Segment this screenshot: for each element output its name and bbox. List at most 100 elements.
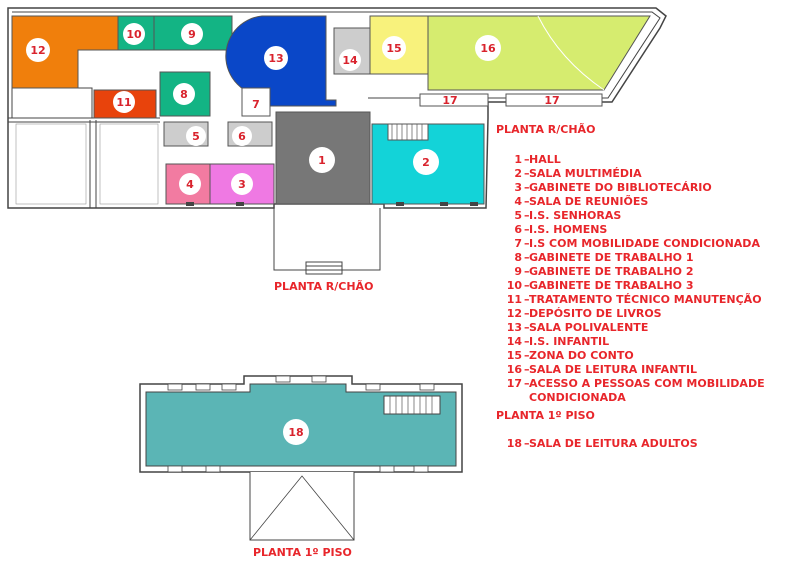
room-number: 6 [238,130,246,143]
label-circle [113,91,135,113]
ground-floor-caption: PLANTA R/CHÃO [274,280,374,293]
first-windows [167,375,435,473]
legend-ground-heading: PLANTA R/CHÃO [496,123,596,136]
legend-item-text: TRATAMENTO TÉCNICO MANUTENÇÃO [529,293,762,306]
legend-item-number: 10 [506,279,522,292]
room-label-14: 14 [339,49,361,71]
legend-item-text: GABINETE DE TRABALHO 1 [529,251,694,264]
legend-item-number: 2 [514,167,522,180]
room-label-6: 6 [232,126,252,146]
legend-item-number: 13 [506,321,522,334]
label-circle [231,173,253,195]
first-stairs-hatch [389,396,433,414]
first-floor-porch [249,472,355,541]
room-label-16: 16 [475,35,501,61]
room-number: 3 [238,178,246,191]
legend-item-number: 3 [514,181,522,194]
stairs-ground [387,123,429,141]
window-mark [419,383,435,391]
room-label-17b: 17 [544,94,559,107]
label-circle [283,419,309,445]
first-floor-porch-roof [249,475,355,541]
room-label-7: 7 [246,94,266,114]
legend-dash: – [524,279,530,292]
room-label-4: 4 [179,173,201,195]
ground-corridor-left [11,87,93,119]
legend-item-number: 8 [514,251,522,264]
window-mark [379,465,395,473]
room-number: 9 [188,28,196,41]
room-number: 13 [268,52,283,65]
room-number-markers: 12 10 9 13 14 15 16 11 8 7 5 6 1 2 4 3 1… [26,23,560,445]
room-number: 7 [252,98,260,111]
ground-stairs-hatch [391,124,423,140]
room-label-15: 15 [382,36,406,60]
room-label-12: 12 [26,38,50,62]
room-number: 10 [126,28,142,41]
legend-dash: – [524,153,530,166]
legend-dash: – [524,437,530,450]
room-label-10: 10 [123,23,145,45]
window-mark [186,202,194,206]
legend-item-text: I.S. HOMENS [529,223,608,236]
legend-dash: – [524,237,530,250]
room-label-5: 5 [186,126,206,146]
label-circle [232,126,252,146]
legend-dash: – [524,363,530,376]
window-mark [365,383,381,391]
label-circle [309,147,335,173]
window-mark [236,202,244,206]
ground-floor-outer-wall [7,7,667,209]
label-circle [186,126,206,146]
legend-item-text: GABINETE DE TRABALHO 3 [529,279,694,292]
window-mark [413,465,429,473]
legend-item-text: SALA DE LEITURA INFANTIL [529,363,698,376]
room-number: 5 [192,130,200,143]
label-circle [413,149,439,175]
legend-dash: – [524,265,530,278]
label-circle [173,83,195,105]
legend-item-text: SALA POLIVALENTE [529,321,649,334]
label-circle [179,173,201,195]
legend-item-text: SALA MULTIMÉDIA [529,167,642,180]
room-label-3: 3 [231,173,253,195]
room-number: 15 [386,42,401,55]
legend-dash: – [524,181,530,194]
room-number: 4 [186,178,194,191]
label-circle [339,49,361,71]
label-circle [246,94,266,114]
window-mark [440,202,448,206]
legend-item-text: GABINETE DO BIBLIOTECÁRIO [529,181,712,194]
legend-item-number: 18 [506,437,522,450]
legend-item-number: 4 [514,195,522,208]
window-mark [221,383,237,391]
room-number: 2 [422,156,430,169]
legend-item-number: 15 [506,349,522,362]
room-16-arc [537,15,605,91]
room-number: 11 [116,96,131,109]
room-number: 12 [30,44,45,57]
room-number: 1 [318,154,326,167]
legend-item-number: 11 [506,293,522,306]
label-circle [26,38,50,62]
legend-item-text: ACESSO A PESSOAS COM MOBILIDADE CONDICIO… [529,377,765,404]
legend-dash: – [524,223,530,236]
legend-item-number: 16 [506,363,522,376]
legend-item-text: I.S. SENHORAS [529,209,622,222]
legend-dash: – [524,335,530,348]
label-circle [181,23,203,45]
room-label-18: 18 [283,419,309,445]
legend-item-number: 14 [506,335,522,348]
legend-dash: – [524,195,530,208]
first-floor-caption: PLANTA 1º PISO [253,546,352,559]
legend-dash: – [524,209,530,222]
label-circle [123,23,145,45]
window-mark [311,375,327,383]
legend-dash: – [524,167,530,180]
legend-dash: – [524,349,530,362]
ground-floor-porch [273,208,381,275]
ground-windows [186,202,478,206]
label-circle [475,35,501,61]
window-mark [205,465,221,473]
